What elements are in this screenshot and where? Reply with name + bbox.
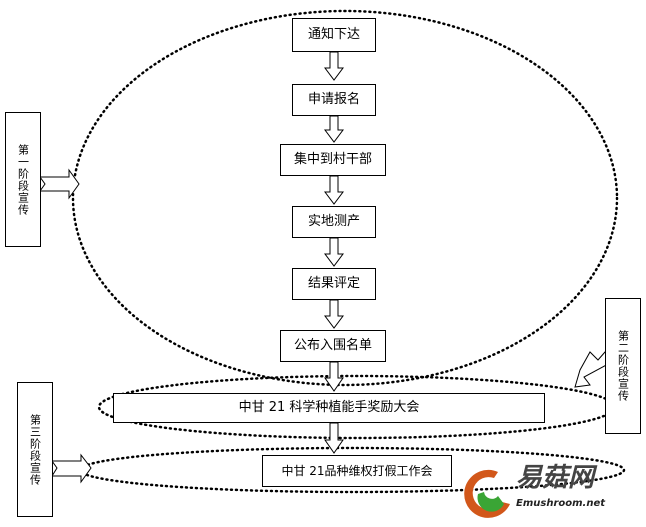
anti-fake-meeting-box: 中甘 21品种维权打假工作会 <box>262 455 452 487</box>
right-arrow-icon <box>39 168 80 200</box>
step-label: 结果评定 <box>307 276 360 291</box>
down-arrow-icon <box>324 237 344 267</box>
down-arrows <box>39 51 613 484</box>
down-arrow-icon <box>324 175 344 205</box>
stage2-box: 第二阶段宣传 <box>605 298 641 434</box>
flow-step-notice: 通知下达 <box>292 18 376 52</box>
award-meeting-label: 中甘 21 科学种植能手奖励大会 <box>238 400 420 415</box>
step-label: 实地测产 <box>307 214 360 229</box>
step-label: 申请报名 <box>307 92 360 107</box>
logo-text-stack: 易菇网 Emushroom.net <box>516 462 605 510</box>
down-arrow-icon <box>324 299 344 329</box>
logo-swirl-icon <box>464 469 510 518</box>
stage1-box: 第一阶段宣传 <box>5 112 41 247</box>
flow-step-gather: 集中到村干部 <box>280 144 386 176</box>
step-label: 通知下达 <box>307 27 360 42</box>
stage3-box: 第三阶段宣传 <box>17 382 53 517</box>
down-arrow-icon <box>324 51 344 81</box>
emushroom-logo: 易菇网 Emushroom.net <box>458 462 642 524</box>
flow-step-measure: 实地测产 <box>292 206 376 238</box>
diagonal-arrow-icon <box>574 351 613 388</box>
step-label: 公布入围名单 <box>293 338 372 353</box>
logo-en-text: Emushroom.net <box>516 498 606 509</box>
down-arrow-icon <box>324 422 344 454</box>
stage1-label: 第一阶段宣传 <box>16 143 30 216</box>
logo-cn-text: 易菇网 <box>516 463 595 493</box>
flow-step-evaluate: 结果评定 <box>292 268 376 300</box>
flow-step-apply: 申请报名 <box>292 84 376 116</box>
anti-fake-meeting-label: 中甘 21品种维权打假工作会 <box>281 464 433 478</box>
right-arrow-icon <box>51 453 92 484</box>
stage2-label: 第二阶段宣传 <box>616 330 630 402</box>
award-meeting-box: 中甘 21 科学种植能手奖励大会 <box>113 393 545 423</box>
down-arrow-icon <box>324 115 344 143</box>
down-arrow-icon <box>324 361 344 392</box>
stage1-dotted-ellipse <box>71 9 619 387</box>
flow-step-publish: 公布入围名单 <box>280 330 386 362</box>
step-label: 集中到村干部 <box>293 152 372 167</box>
stage3-label: 第三阶段宣传 <box>28 413 42 486</box>
